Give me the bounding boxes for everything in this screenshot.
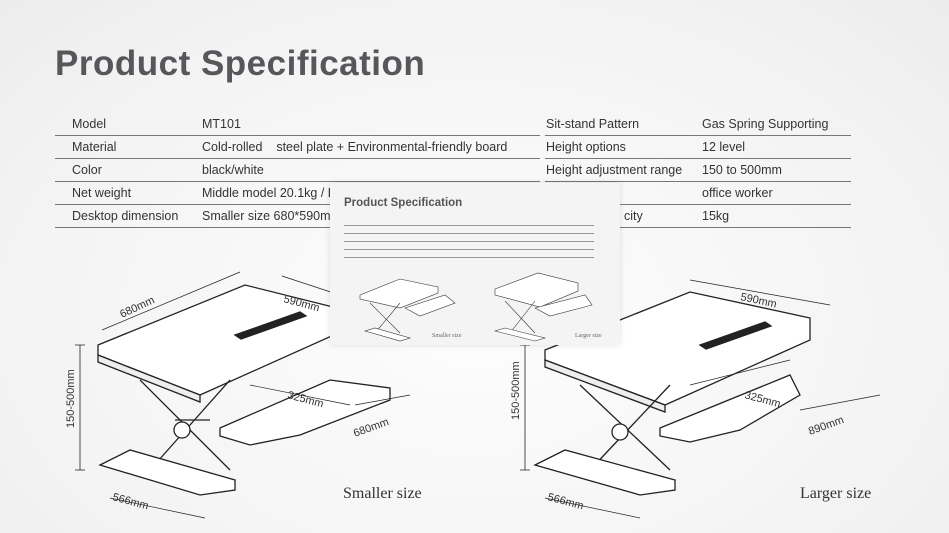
spec-row: Model MT101 [55,113,540,136]
spec-value: office worker [702,186,773,200]
spec-label: Model [72,117,107,131]
spec-row: Sit-stand Pattern Gas Spring Supporting [545,113,851,136]
large-size-caption: Larger size [800,485,872,502]
large-tray-width-label: 890mm [807,414,846,438]
spec-value: MT101 [202,117,241,131]
spec-value: 150 to 500mm [702,163,782,177]
spec-value: Cold-rolled steel plate + Environmental-… [202,140,508,154]
spec-value: Middle model 20.1kg / L [202,186,335,200]
spec-row: Net weight Middle model 20.1kg / L [55,182,540,205]
spec-value: Gas Spring Supporting [702,117,829,131]
spec-value: 12 level [702,140,746,154]
spec-label: Material [72,140,117,154]
spec-row: office worker [545,182,851,205]
small-size-caption: Smaller size [343,485,422,502]
small-height-label: 150-500mm [65,369,77,428]
large-desk-drawing [520,279,881,519]
spec-label: Net weight [72,186,132,200]
large-base-label: 566mm [546,491,585,512]
thumbnail-small-caption: Smaller size [432,333,462,339]
thumbnail-large-caption: Larger size [575,333,602,339]
thumbnail-row [344,226,594,234]
spec-row: Material Cold-rolled steel plate + Enviro… [55,136,540,159]
thumbnail-row [344,234,594,242]
spec-label: Height options [546,140,626,154]
large-height-label: 150-500mm [510,361,522,420]
spec-row: Height adjustment range 150 to 500mm [545,159,851,182]
spec-row: Height options 12 level [545,136,851,159]
thumbnail-row [344,250,594,258]
spec-label: Color [72,163,102,177]
spec-row: Color black/white [55,159,540,182]
spec-label: Sit-stand Pattern [546,117,640,131]
spec-row: city 15kg [545,205,851,228]
spec-value: 15kg [702,209,730,223]
spec-value: Smaller size 680*590m [202,209,331,223]
spec-value: black/white [202,163,264,177]
spec-row: Desktop dimension Smaller size 680*590m [55,205,540,228]
thumbnail-title: Product Specification [344,197,463,209]
spec-label: Height adjustment range [546,163,683,177]
spec-label: city [624,209,643,223]
small-base-label: 566mm [111,491,150,512]
page-title: Product Specification [55,44,426,83]
thumbnail-row [344,242,594,250]
small-depth-label: 680mm [118,294,156,320]
spec-label: Desktop dimension [72,209,179,223]
thumbnail-row [344,218,594,226]
small-tray-width-label: 680mm [352,416,391,440]
thumbnail-overlay: Product Specification Smaller size Large… [330,183,620,345]
thumbnail-desk-drawings [359,272,593,342]
small-desk-drawing [75,271,411,519]
